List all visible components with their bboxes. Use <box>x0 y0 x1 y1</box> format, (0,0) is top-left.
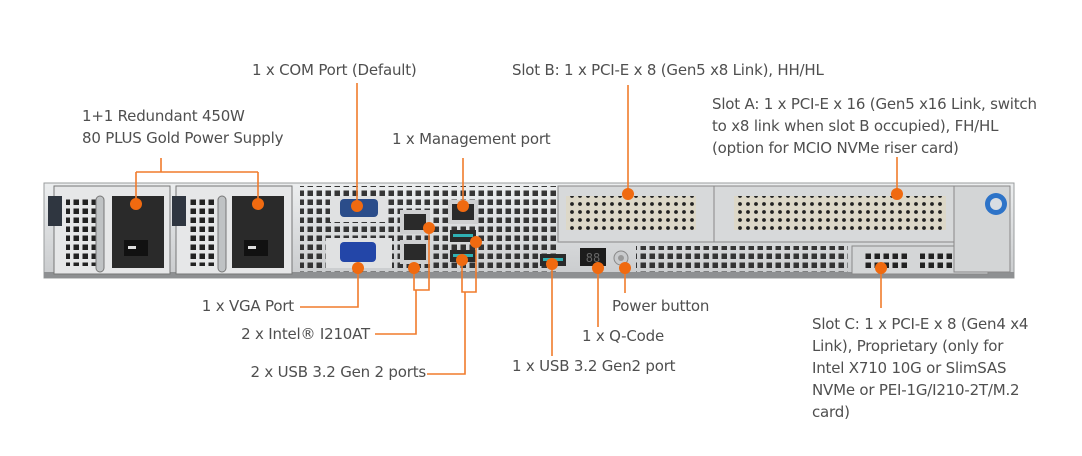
lan1-dot <box>423 222 435 234</box>
mgmt-port-label: 1 x Management port <box>392 130 551 148</box>
usb-port-rear-1 <box>450 230 476 242</box>
usb-front-label: 1 x USB 3.2 Gen2 port <box>512 357 676 375</box>
slot-c-dot <box>875 262 887 274</box>
usb-rear1-dot <box>470 236 482 248</box>
lower-vent <box>636 246 848 272</box>
lan-port-2 <box>400 240 430 264</box>
slot-c-label: Slot C: 1 x PCI-E x 8 (Gen4 x4 Link), Pr… <box>812 313 1028 423</box>
intel-lan-label: 2 x Intel® I210AT <box>241 325 370 343</box>
slot-c-label-line: card) <box>812 403 850 421</box>
psu2-dot <box>252 198 264 210</box>
usb-rear-callout-line <box>427 242 477 375</box>
psu-label-line: 1+1 Redundant 450W <box>82 107 245 125</box>
power-button-label: Power button <box>612 297 710 315</box>
power-supply-1 <box>48 185 171 275</box>
power-button-dot <box>619 262 631 274</box>
slot-b-label: Slot B: 1 x PCI-E x 8 (Gen5 x8 Link), HH… <box>512 61 824 79</box>
qcode-dot <box>592 262 604 274</box>
callout-dots <box>130 188 903 274</box>
com-port-label: 1 x COM Port (Default) <box>252 61 417 79</box>
usb-rear-label: 2 x USB 3.2 Gen 2 ports <box>250 363 426 381</box>
usb-front-dot <box>546 258 558 270</box>
psu-label: 1+1 Redundant 450W 80 PLUS Gold Power Su… <box>82 105 283 149</box>
qcode-display: 88 <box>580 248 606 266</box>
slot-a-label-line: (option for MCIO NVMe riser card) <box>712 139 959 157</box>
power-supply-2 <box>172 185 293 275</box>
slot-a-label: Slot A: 1 x PCI-E x 16 (Gen5 x16 Link, s… <box>712 93 1037 159</box>
slot-a-dot <box>891 188 903 200</box>
slot-c-label-line: NVMe or PEI-1G/I210-2T/M.2 <box>812 381 1020 399</box>
psu-callout-line <box>135 158 259 204</box>
vga-callout-line <box>300 268 359 308</box>
slot-c-label-line: Slot C: 1 x PCI-E x 8 (Gen4 x4 <box>812 315 1029 333</box>
callout-lines <box>135 83 898 375</box>
pcie-slot-b <box>557 185 715 243</box>
qcode-label: 1 x Q-Code <box>582 327 664 345</box>
vga-port-label: 1 x VGA Port <box>201 297 294 315</box>
com-port-dot <box>351 200 363 212</box>
psu-label-line: 80 PLUS Gold Power Supply <box>82 129 284 147</box>
slot-a-label-line: to x8 link when slot B occupied), FH/HL <box>712 117 999 135</box>
slot-b-dot <box>622 188 634 200</box>
slot-c-label-line: Link), Proprietary (only for <box>812 337 1004 355</box>
pcie-slot-a <box>713 185 955 243</box>
vga-port-dot <box>352 262 364 274</box>
slot-c-label-line: Intel X710 10G or SlimSAS <box>812 359 1007 377</box>
mgmt-port-dot <box>457 200 469 212</box>
usb-rear2-dot <box>456 254 468 266</box>
lan-callout-line <box>375 228 430 335</box>
lan2-dot <box>408 262 420 274</box>
thumbscrew <box>953 185 1011 273</box>
psu1-dot <box>130 198 142 210</box>
svg-text:88: 88 <box>586 251 600 265</box>
slot-a-label-line: Slot A: 1 x PCI-E x 16 (Gen5 x16 Link, s… <box>712 95 1037 113</box>
